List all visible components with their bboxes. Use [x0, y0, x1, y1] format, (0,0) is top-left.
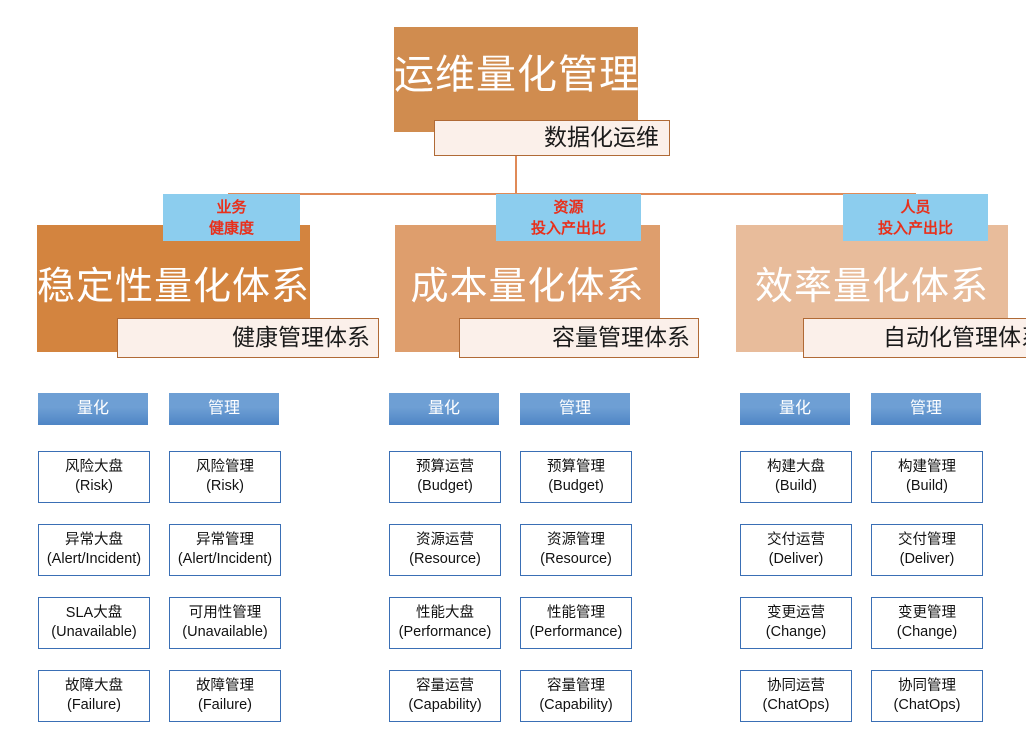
- grid-cost-cell-m2[interactable]: 性能管理(Performance): [520, 597, 632, 649]
- pillar-efficiency-tag-line2: 投入产出比: [877, 220, 953, 237]
- grid-efficiency-cell-m3[interactable]: 协同管理(ChatOps): [871, 670, 983, 722]
- pillar-cost-title: 成本量化体系: [410, 266, 645, 308]
- grid-stability-cell-m0[interactable]: 风险管理(Risk): [169, 451, 281, 503]
- grid-efficiency-cell-q0[interactable]: 构建大盘(Build): [740, 451, 852, 503]
- grid-efficiency-cell-m2[interactable]: 变更管理(Change): [871, 597, 983, 649]
- grid-stability-header-manage: 管理: [169, 393, 279, 425]
- grid-cost-header-quantify: 量化: [389, 393, 499, 425]
- pillar-stability-tag: 业务 健康度: [163, 194, 300, 241]
- pillar-cost-tag-line1: 资源: [553, 199, 584, 216]
- grid-efficiency-cell-m1[interactable]: 交付管理(Deliver): [871, 524, 983, 576]
- grid-stability-header-quantify: 量化: [38, 393, 148, 425]
- pillar-efficiency-tag-line1: 人员: [900, 199, 931, 216]
- grid-stability-cell-q3[interactable]: 故障大盘(Failure): [38, 670, 150, 722]
- grid-cost-cell-q2[interactable]: 性能大盘(Performance): [389, 597, 501, 649]
- pillar-stability-title: 稳定性量化体系: [37, 266, 311, 308]
- root-node-subtitle: 数据化运维: [434, 120, 670, 156]
- pillar-efficiency-title: 效率量化体系: [754, 266, 989, 308]
- grid-cost-cell-m3[interactable]: 容量管理(Capability): [520, 670, 632, 722]
- pillar-cost-tag: 资源 投入产出比: [496, 194, 641, 241]
- root-node-body: [394, 27, 638, 132]
- grid-cost-header-manage: 管理: [520, 393, 630, 425]
- pillar-cost-subtitle: 容量管理体系: [459, 318, 699, 358]
- grid-efficiency-header-quantify: 量化: [740, 393, 850, 425]
- connector-root-vertical: [515, 156, 517, 194]
- grid-stability-cell-q0[interactable]: 风险大盘(Risk): [38, 451, 150, 503]
- grid-stability-cell-q2[interactable]: SLA大盘(Unavailable): [38, 597, 150, 649]
- grid-stability-cell-m2[interactable]: 可用性管理(Unavailable): [169, 597, 281, 649]
- grid-cost-cell-m0[interactable]: 预算管理(Budget): [520, 451, 632, 503]
- pillar-cost-tag-line2: 投入产出比: [530, 220, 606, 237]
- pillar-stability-tag-line1: 业务: [216, 199, 247, 216]
- grid-cost-cell-q3[interactable]: 容量运营(Capability): [389, 670, 501, 722]
- grid-stability-cell-q1[interactable]: 异常大盘(Alert/Incident): [38, 524, 150, 576]
- grid-efficiency-cell-q1[interactable]: 交付运营(Deliver): [740, 524, 852, 576]
- pillar-stability-subtitle: 健康管理体系: [117, 318, 379, 358]
- grid-efficiency-cell-q2[interactable]: 变更运营(Change): [740, 597, 852, 649]
- grid-efficiency-header-manage: 管理: [871, 393, 981, 425]
- grid-efficiency-cell-q3[interactable]: 协同运营(ChatOps): [740, 670, 852, 722]
- grid-stability-cell-m1[interactable]: 异常管理(Alert/Incident): [169, 524, 281, 576]
- pillar-stability-tag-line2: 健康度: [208, 220, 254, 237]
- grid-efficiency-cell-m0[interactable]: 构建管理(Build): [871, 451, 983, 503]
- grid-cost-cell-q0[interactable]: 预算运营(Budget): [389, 451, 501, 503]
- pillar-efficiency-subtitle: 自动化管理体系: [803, 318, 1026, 358]
- root-node-title: 运维量化管理: [394, 53, 640, 97]
- pillar-efficiency-tag: 人员 投入产出比: [843, 194, 988, 241]
- grid-cost-cell-q1[interactable]: 资源运营(Resource): [389, 524, 501, 576]
- grid-stability-cell-m3[interactable]: 故障管理(Failure): [169, 670, 281, 722]
- grid-cost-cell-m1[interactable]: 资源管理(Resource): [520, 524, 632, 576]
